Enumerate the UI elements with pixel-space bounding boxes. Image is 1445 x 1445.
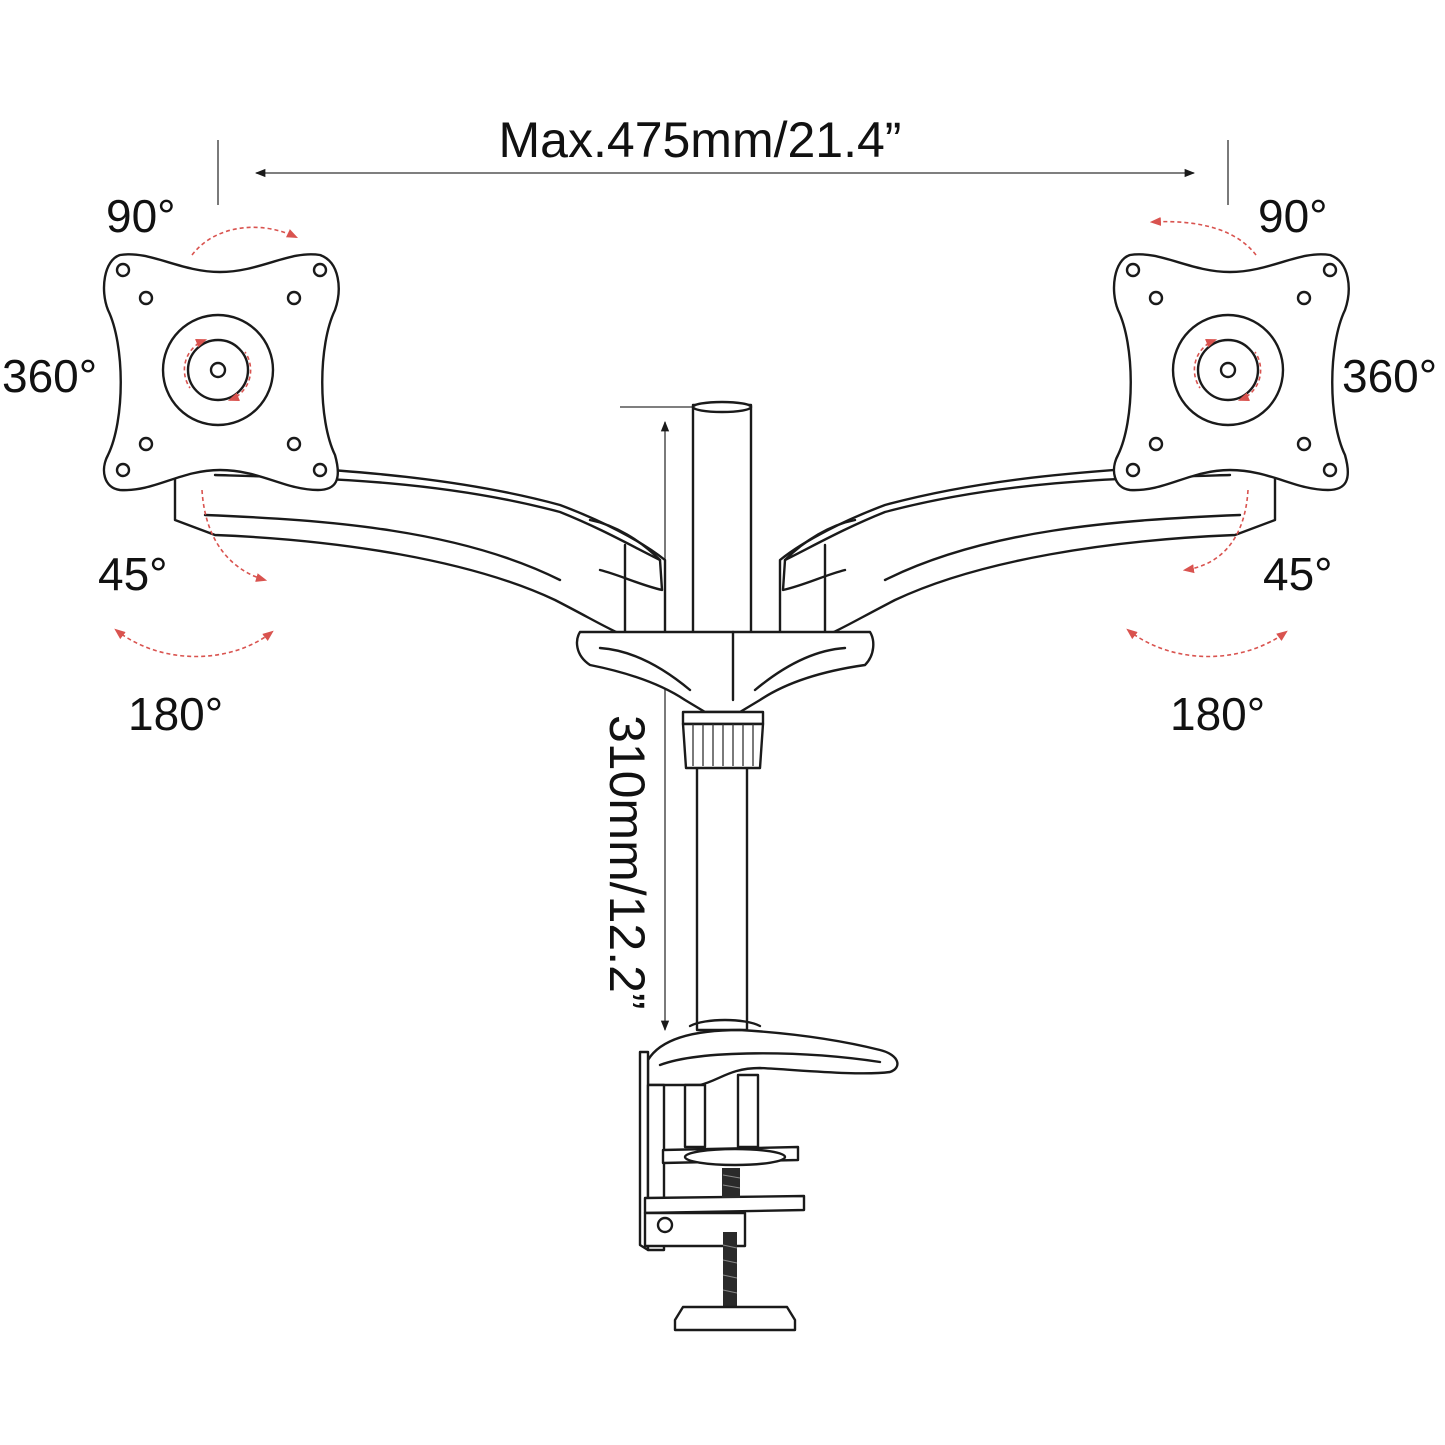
- left-arm: [173, 463, 667, 638]
- left-rotation-label: 360°: [2, 350, 97, 402]
- height-dimension: 310mm/12.2”: [599, 406, 748, 1032]
- desk-clamp: [638, 1018, 899, 1332]
- right-arm: [778, 463, 1277, 638]
- left-tilt-label: 90°: [106, 190, 176, 242]
- left-pan-label: 180°: [128, 688, 223, 740]
- right-vesa-plate: [1112, 253, 1350, 492]
- left-angle-labels: 90° 360° 45° 180°: [2, 190, 223, 740]
- width-dimension: Max.475mm/21.4”: [217, 112, 1229, 205]
- right-tilt-label: 90°: [1258, 190, 1328, 242]
- left-vesa-plate: [102, 253, 340, 492]
- height-dimension-label: 310mm/12.2”: [599, 715, 655, 1010]
- left-swivel-label: 45°: [98, 548, 168, 600]
- right-rotation-label: 360°: [1342, 350, 1437, 402]
- right-pan-label: 180°: [1170, 688, 1265, 740]
- right-swivel-label: 45°: [1263, 548, 1333, 600]
- center-pole: [691, 400, 753, 1032]
- arm-hub: [575, 630, 875, 714]
- height-collar: [681, 710, 765, 770]
- width-dimension-label: Max.475mm/21.4”: [499, 112, 902, 168]
- motion-arrows: [114, 217, 1288, 658]
- right-angle-labels: 90° 360° 45° 180°: [1170, 190, 1437, 740]
